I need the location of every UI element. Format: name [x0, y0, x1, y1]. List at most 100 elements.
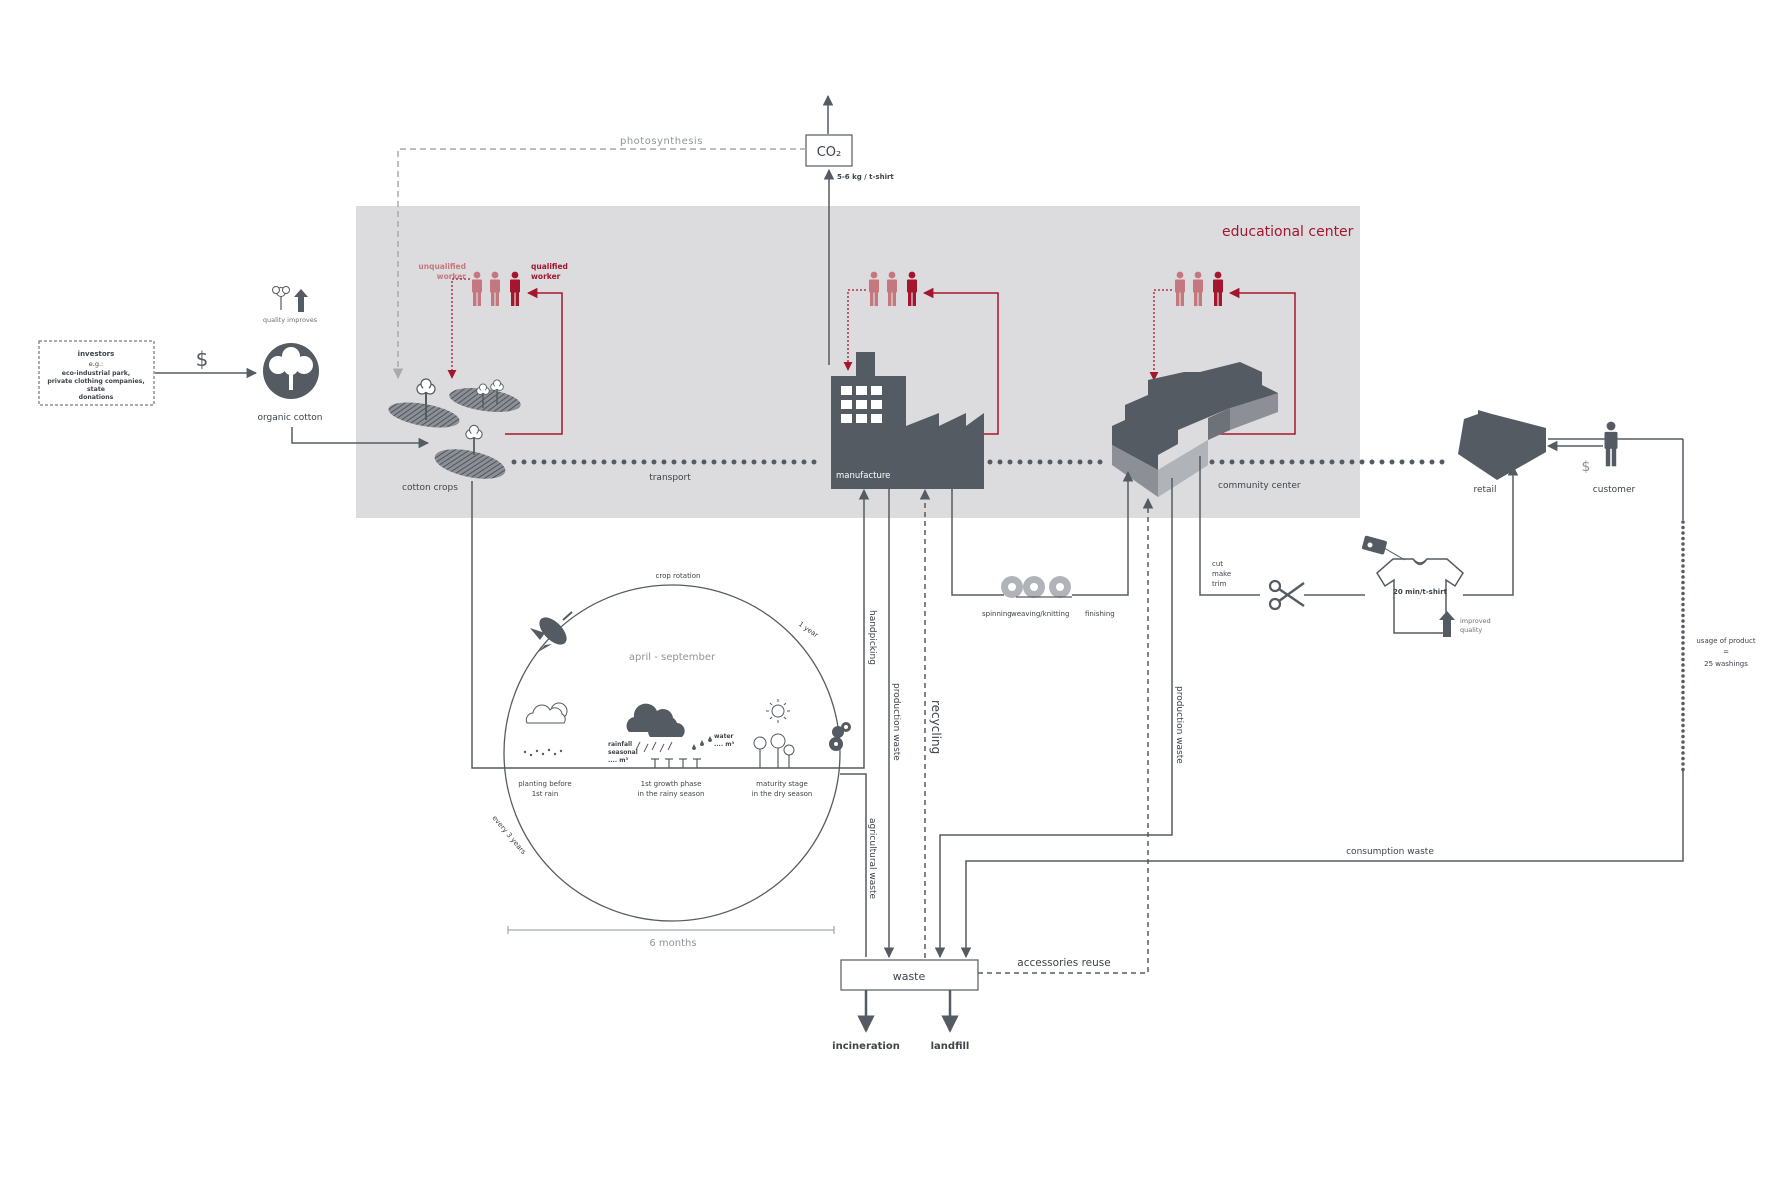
seeds-icon — [523, 748, 563, 757]
rain-cloud-icon — [626, 703, 685, 753]
investors-title: investors — [78, 350, 115, 358]
sprouts-icon — [651, 758, 701, 768]
organic-cotton-label: organic cotton — [257, 413, 322, 423]
improved-quality-arrow-icon — [1439, 611, 1455, 637]
finishing-label: finishing — [1085, 610, 1115, 618]
factory-icon — [831, 352, 984, 489]
co2-amount: 5-6 kg / t-shirt — [837, 173, 894, 181]
investors-item: donations — [79, 394, 114, 401]
educational-center-label: educational center — [1222, 224, 1354, 240]
qualification-arrow-crops — [505, 287, 563, 435]
water-drops-icon — [692, 736, 712, 750]
community-to-retail-line — [1199, 456, 1260, 596]
tshirt-time-label: 20 min/t-shirt — [1393, 588, 1448, 596]
usage-label: 25 washings — [1704, 660, 1748, 668]
usage-label: usage of product — [1696, 637, 1755, 645]
investors-box — [38, 340, 155, 406]
water-label: water — [714, 733, 734, 740]
cut-make-trim-label: trim — [1212, 580, 1227, 588]
investment-dollar: $ — [196, 347, 209, 371]
usage-label: = — [1723, 648, 1729, 656]
water-label: .... m³ — [714, 741, 734, 748]
improved-quality-label: improved — [1460, 617, 1491, 625]
phase-label: 1st rain — [532, 790, 559, 798]
corn-icon — [530, 611, 573, 652]
waste-box — [840, 959, 979, 991]
community-center-label: community center — [1218, 481, 1301, 491]
consumption-waste-label: consumption waste — [1346, 847, 1434, 857]
tshirt-icon — [1376, 558, 1464, 634]
improved-quality-label: quality — [1460, 626, 1482, 634]
manufacture-label: manufacture — [836, 471, 890, 481]
qualified-worker-label: qualified — [531, 262, 568, 271]
investors-item: private clothing companies, — [47, 378, 144, 385]
spinning-label: spinning — [982, 610, 1012, 618]
rainfall-label: rainfall — [608, 741, 632, 748]
accessories-reuse-arrow — [978, 497, 1154, 974]
cotton-to-crops-arrow — [291, 427, 430, 449]
co2-label: CO₂ — [817, 145, 842, 160]
photosynthesis-label: photosynthesis — [620, 136, 703, 147]
manufacture-to-spinning-line — [951, 489, 1004, 596]
one-year-label: 1 year — [797, 620, 820, 639]
incineration-label: incineration — [832, 1041, 900, 1052]
qualification-arrow-manufacture — [922, 287, 999, 435]
unqualified-worker-label: unqualified — [418, 262, 466, 271]
worker-group-manufacture — [869, 271, 917, 306]
landfill-label: landfill — [931, 1041, 970, 1052]
investors-item: state — [87, 386, 105, 393]
yarn-rolls-icon — [1001, 576, 1072, 598]
transport-label: transport — [649, 473, 691, 483]
worker-group-crops — [472, 271, 520, 306]
recycling-label: recycling — [929, 700, 943, 754]
qualification-arrow-community — [1210, 287, 1296, 435]
community-center-icon — [1112, 362, 1278, 497]
waste-label: waste — [893, 970, 926, 983]
organic-cotton-icon — [263, 343, 319, 399]
co2-box — [805, 134, 853, 167]
production-waste-label-2: production waste — [1174, 686, 1184, 764]
weaving-label: weaving/knitting — [1011, 610, 1069, 618]
finishing-to-community-arrow — [1072, 470, 1134, 596]
customer-label: customer — [1593, 485, 1636, 495]
agricultural-waste-label: agricultural waste — [867, 818, 877, 899]
retail-icon — [1458, 410, 1546, 480]
production-waste-label-1: production waste — [891, 683, 901, 761]
accessories-reuse-label: accessories reuse — [1017, 957, 1110, 969]
consumption-waste-arrow — [960, 770, 1684, 959]
phase-label: planting before — [518, 780, 571, 788]
quality-improves-label: quality improves — [263, 316, 318, 324]
customer-icon — [1604, 421, 1618, 467]
crop-rotation-label: crop rotation — [656, 572, 701, 580]
mature-cotton-plants-icon — [753, 733, 795, 768]
crop-rotation-circle — [503, 584, 841, 922]
season-label: april - september — [629, 652, 716, 663]
every-3-years-label: every 3 years — [490, 814, 527, 856]
handpicking-label: handpicking — [867, 610, 877, 665]
quality-improves-icon — [272, 286, 308, 312]
training-arrow-manufacture — [843, 289, 866, 371]
rainfall-label: .... m³ — [608, 757, 628, 764]
worker-group-community — [1175, 271, 1223, 306]
agricultural-waste-arrow — [840, 773, 867, 957]
payment-dollar: $ — [1582, 459, 1591, 475]
cloudy-sun-icon — [525, 702, 568, 724]
cotton-crops-label: cotton crops — [402, 483, 458, 493]
training-arrow-crops — [447, 278, 470, 379]
harvested-cotton-icon — [829, 722, 851, 751]
handpicking-arrow — [471, 481, 870, 769]
unqualified-worker-label: worker — [437, 272, 467, 281]
phase-label: maturity stage — [756, 780, 808, 788]
phase-label: in the rainy season — [638, 790, 705, 798]
investors-item: eco-industrial park, — [62, 370, 130, 377]
sun-icon — [766, 699, 790, 723]
phase-label: 1st growth phase — [641, 780, 702, 788]
qualified-worker-label: worker — [531, 272, 561, 281]
photosynthesis-arrow — [392, 148, 806, 380]
price-tag-icon — [1362, 535, 1406, 561]
investors-eg: e.g.: — [89, 360, 103, 368]
production-waste-arrow-2 — [934, 478, 1173, 959]
duration-label: 6 months — [649, 938, 696, 949]
cut-make-trim-label: make — [1212, 570, 1231, 578]
